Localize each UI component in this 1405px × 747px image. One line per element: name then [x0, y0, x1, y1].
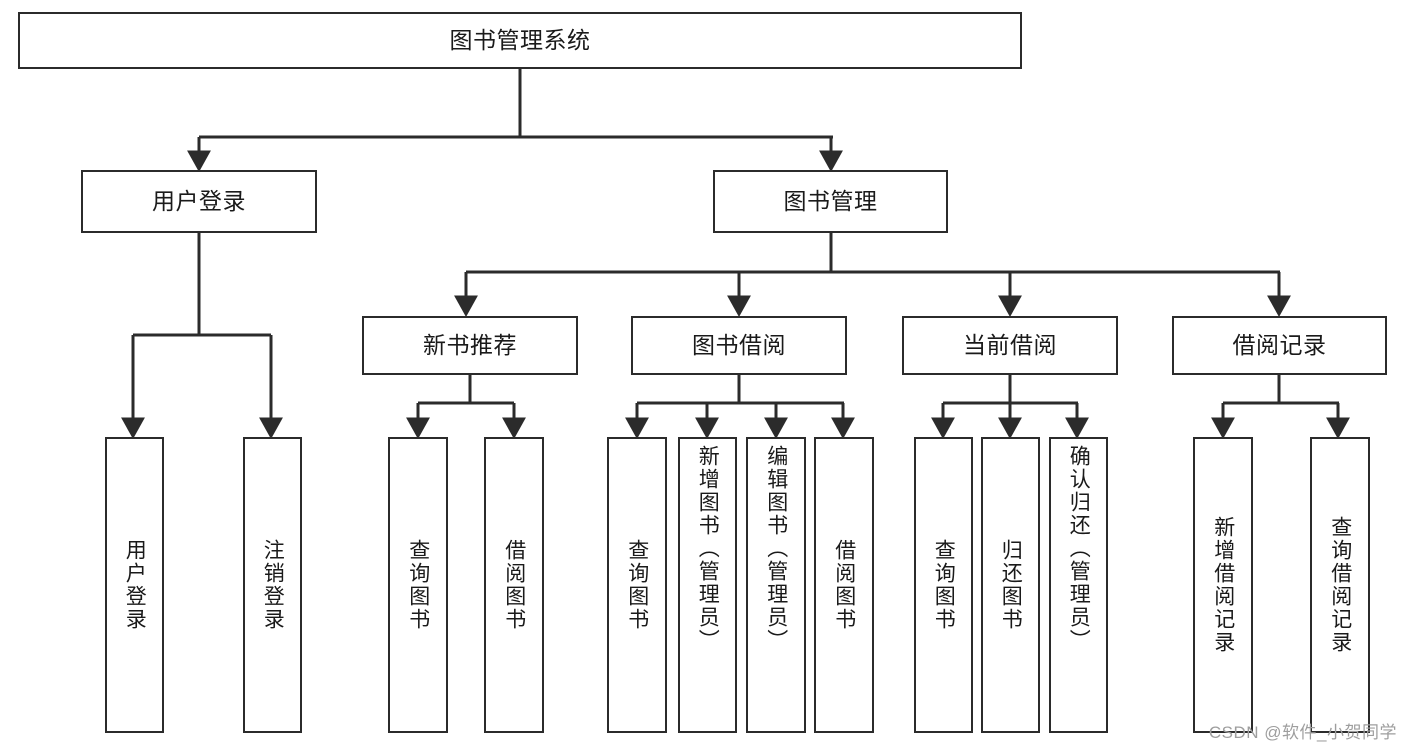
node-label: 用户登录 [152, 188, 246, 214]
leaf-book-borrow-borrow-book[interactable]: 借阅图书 [814, 437, 874, 733]
node-label: 图书管理系统 [449, 27, 591, 53]
node-label: 注销登录 [261, 539, 285, 631]
node-label: 新增借阅记录 [1211, 516, 1235, 654]
watermark-text: CSDN @软件_小贺同学 [1208, 723, 1397, 742]
node-label: 查询图书 [932, 539, 956, 631]
node-label: 查询图书 [406, 539, 430, 631]
node-root-book-management-system[interactable]: 图书管理系统 [18, 12, 1022, 69]
node-new-book-recommend[interactable]: 新书推荐 [362, 316, 578, 375]
leaf-new-book-query-book[interactable]: 查询图书 [388, 437, 448, 733]
node-label: 图书借阅 [692, 332, 786, 358]
leaf-book-borrow-edit-book-admin[interactable]: 编辑图书（管理员） [746, 437, 806, 733]
node-label: 新书推荐 [423, 332, 517, 358]
leaf-borrow-record-query-record[interactable]: 查询借阅记录 [1310, 437, 1370, 733]
node-label: 归还图书 [999, 539, 1023, 631]
leaf-borrow-record-add-record[interactable]: 新增借阅记录 [1193, 437, 1253, 733]
leaf-current-borrow-return-book[interactable]: 归还图书 [981, 437, 1040, 733]
leaf-book-borrow-add-book-admin[interactable]: 新增图书（管理员） [678, 437, 737, 733]
leaf-new-book-borrow-book[interactable]: 借阅图书 [484, 437, 544, 733]
node-label: 查询借阅记录 [1328, 516, 1352, 654]
node-label: 借阅图书 [832, 539, 856, 631]
leaf-book-borrow-query-book[interactable]: 查询图书 [607, 437, 667, 733]
node-label: 用户登录 [123, 539, 147, 631]
node-label: 编辑图书（管理员） [764, 445, 788, 652]
node-label: 新增图书（管理员） [696, 445, 720, 652]
leaf-user-login-login[interactable]: 用户登录 [105, 437, 164, 733]
node-current-borrow[interactable]: 当前借阅 [902, 316, 1118, 375]
node-label: 图书管理 [783, 188, 878, 214]
node-book-management[interactable]: 图书管理 [713, 170, 948, 233]
node-label: 查询图书 [625, 539, 649, 631]
node-label: 确认归还（管理员） [1067, 445, 1091, 652]
node-label: 借阅记录 [1232, 332, 1327, 358]
leaf-current-borrow-query-book[interactable]: 查询图书 [914, 437, 973, 733]
node-user-login[interactable]: 用户登录 [81, 170, 317, 233]
leaf-current-borrow-confirm-return-admin[interactable]: 确认归还（管理员） [1049, 437, 1108, 733]
leaf-user-login-logout[interactable]: 注销登录 [243, 437, 302, 733]
node-label: 当前借阅 [963, 332, 1057, 358]
node-label: 借阅图书 [502, 539, 526, 631]
node-book-borrow[interactable]: 图书借阅 [631, 316, 847, 375]
node-borrow-record[interactable]: 借阅记录 [1172, 316, 1387, 375]
